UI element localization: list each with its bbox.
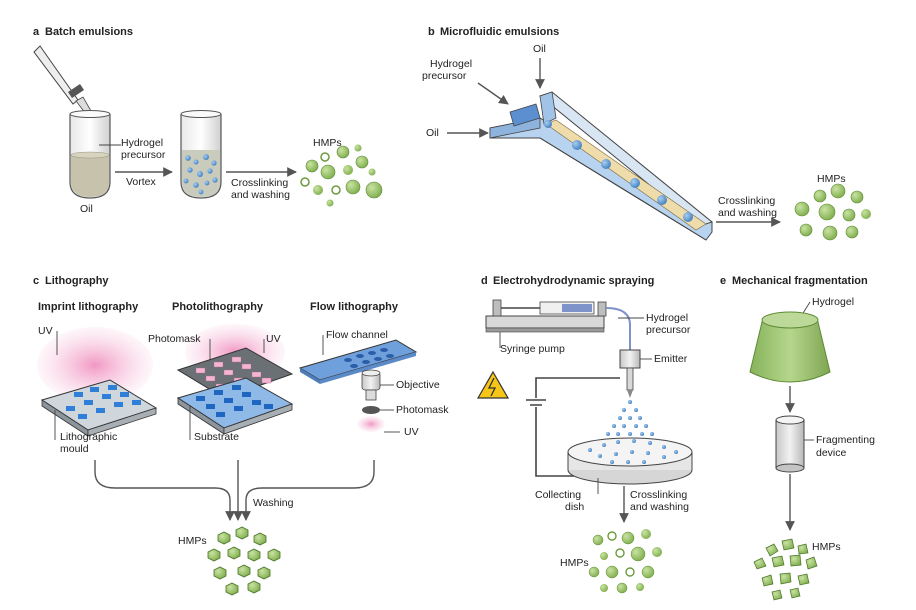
panel-b-title: Microfluidic emulsions <box>440 26 559 38</box>
a-hydrogel-label: Hydrogel <box>121 137 163 149</box>
d-crosslinking-label: Crosslinking <box>630 489 687 501</box>
d-precursor-label: precursor <box>646 324 691 336</box>
c-photo-subtitle: Photolithography <box>172 301 264 313</box>
c-photomask2-label: Photomask <box>396 404 449 416</box>
d-syringe-pump-label: Syringe pump <box>500 343 565 355</box>
panel-c: c Lithography Imprint lithography Photol… <box>33 275 449 596</box>
d-hmp-particles <box>588 529 662 594</box>
e-hmp-particles <box>753 538 818 601</box>
panel-c-title: Lithography <box>45 275 109 287</box>
c-uv3-label: UV <box>404 426 419 438</box>
panel-e: e Mechanical fragmentation Hydrogel Frag… <box>720 275 875 601</box>
b-oil-top-label: Oil <box>533 43 546 55</box>
d-emitter-label: Emitter <box>654 353 688 365</box>
emulsion-tube-icon <box>180 110 222 199</box>
c-flow-subtitle: Flow lithography <box>310 301 399 313</box>
flow-photomask-icon <box>362 406 380 414</box>
substrate-icon <box>176 377 294 435</box>
high-voltage-icon <box>476 370 510 399</box>
b-crosslinking-label: Crosslinking <box>718 195 775 207</box>
d-dish-label: dish <box>565 501 584 513</box>
c-photomask-label: Photomask <box>148 333 201 345</box>
e-device-label: device <box>816 447 847 459</box>
b-hmps-label: HMPs <box>817 173 846 185</box>
d-collecting-label: Collecting <box>535 489 581 501</box>
syringe-pump-icon <box>485 299 607 333</box>
panel-e-letter: e <box>720 275 726 287</box>
e-hmps-label: HMPs <box>812 541 841 553</box>
c-lithographic-label: Lithographic <box>60 431 117 443</box>
b-washing-label: and washing <box>718 207 777 219</box>
lithographic-mould-icon <box>40 379 158 437</box>
a-precursor-label: precursor <box>121 149 166 161</box>
flow-channel-icon <box>298 339 418 384</box>
panel-d-title: Electrohydrodynamic spraying <box>493 275 654 287</box>
e-hydrogel-label: Hydrogel <box>812 296 854 308</box>
panel-a-letter: a <box>33 26 40 38</box>
a-vortex-label: Vortex <box>126 176 157 188</box>
panel-b: b Microfluidic emulsions Oil Hydrogel pr… <box>422 26 871 241</box>
panel-a: a Batch emulsions Hydrogel precursor Oil… <box>33 26 383 215</box>
c-washing-label: Washing <box>253 497 294 509</box>
photomask-icon <box>176 347 294 399</box>
c-uv2-label: UV <box>266 333 281 345</box>
c-objective-label: Objective <box>396 379 440 391</box>
e-fragmenting-label: Fragmenting <box>816 434 875 446</box>
a-washing-label: and washing <box>231 189 290 201</box>
c-substrate-label: Substrate <box>194 431 239 443</box>
a-hmps-label: HMPs <box>313 137 342 149</box>
panel-b-letter: b <box>428 26 435 38</box>
spray-droplets <box>606 400 654 436</box>
emitter-icon <box>619 349 641 398</box>
b-precursor-label: precursor <box>422 70 467 82</box>
d-hydrogel-label: Hydrogel <box>646 312 688 324</box>
panel-d-letter: d <box>481 275 488 287</box>
panel-c-letter: c <box>33 275 39 287</box>
c-mould-label: mould <box>60 443 89 455</box>
d-hmps-label: HMPs <box>560 557 589 569</box>
a-crosslinking-label: Crosslinking <box>231 177 288 189</box>
fragmenting-device-icon <box>775 415 805 473</box>
a-hmp-particles <box>300 144 383 207</box>
c-uv1-label: UV <box>38 325 53 337</box>
hydrogel-block-icon <box>749 311 831 383</box>
oil-tube-icon <box>69 110 111 199</box>
b-oil-left-label: Oil <box>426 127 439 139</box>
b-hmp-particles <box>794 183 871 241</box>
objective-icon <box>361 369 381 401</box>
c-flow-channel-label: Flow channel <box>326 329 388 341</box>
uv-glow-1 <box>37 327 153 403</box>
d-washing-label: and washing <box>630 501 689 513</box>
b-hydrogel-label: Hydrogel <box>430 58 472 70</box>
panel-e-title: Mechanical fragmentation <box>732 275 868 287</box>
collecting-dish-icon <box>567 437 693 485</box>
a-oil-label: Oil <box>80 203 93 215</box>
c-hmp-particles <box>207 526 281 596</box>
c-hmps-label: HMPs <box>178 535 207 547</box>
panel-a-title: Batch emulsions <box>45 26 133 38</box>
uv-glow-3 <box>357 416 385 432</box>
panel-d: d Electrohydrodynamic spraying Hydrogel … <box>476 275 693 594</box>
microfluidic-chip-icon <box>489 91 714 241</box>
c-imprint-subtitle: Imprint lithography <box>38 301 139 313</box>
